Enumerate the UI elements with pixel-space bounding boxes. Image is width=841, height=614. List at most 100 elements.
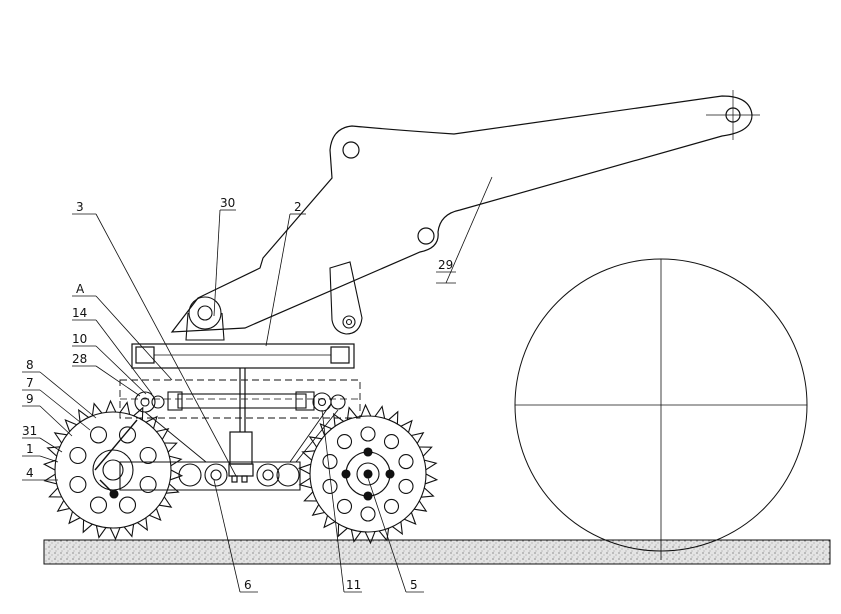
callout-14: 14 [72,306,87,320]
wheel-tooth [95,525,107,539]
wheel-tooth [333,412,344,427]
wheel-hole [336,434,353,450]
callout-31: 31 [22,424,37,438]
callout-5: 5 [410,578,418,592]
wheel-hole [383,498,400,514]
wheel-tooth [421,487,435,498]
callout-4: 4 [26,466,34,480]
wheel-tooth [164,442,178,453]
callout-1: 1 [26,442,34,456]
callout-10: 10 [72,332,87,346]
wheel-tooth [424,459,438,471]
wheel-tooth [364,531,376,545]
wheel-tooth [56,500,70,513]
wheel-tooth [82,519,93,534]
right-toothed-wheel [297,403,439,545]
wheel-hole [322,454,338,470]
wheel-tooth [400,419,413,433]
wheel-hole [383,434,400,450]
callout-28: 28 [72,352,87,366]
wheel-tooth [119,401,131,415]
callout-29: 29 [438,258,453,272]
wheel-hole [398,454,414,470]
wheel-tooth [374,405,386,419]
wheel-tooth [169,455,183,467]
wheel-hole [360,426,376,442]
wheel-tooth [360,403,372,417]
wheel-tooth [53,432,67,444]
pivot-lug [185,296,225,341]
wheel-hole [89,426,108,444]
callout-2: 2 [294,200,302,214]
wheel-tooth [301,450,315,461]
wheel-tooth [297,463,311,475]
wheel-hole [118,496,137,514]
callout-11: 11 [346,578,361,592]
callout-6: 6 [244,578,252,592]
wheel-hole [322,478,338,494]
hydraulic-cylinder [134,391,346,413]
wheel-tooth [133,406,144,421]
wheel-tooth [308,436,322,448]
wheel-tooth [78,408,89,423]
callout-8: 8 [26,358,34,372]
wheel-hole [118,426,137,444]
boom-link [329,261,363,335]
wheel-tooth [159,496,173,508]
wheel-hole [69,475,87,494]
wheel-tooth [392,521,403,536]
wheel-tooth [388,410,399,425]
wheel-tooth [137,517,148,532]
wheel-hole [360,506,376,522]
callout-30: 30 [220,196,235,210]
wheel-hole [336,498,353,514]
wheel-tooth [170,469,184,481]
wheel-tooth [123,524,135,538]
leader-lines [22,209,456,593]
wheel-tooth [414,500,428,512]
wheel-hole [139,446,157,465]
ground-strip [43,539,831,565]
wheel-tooth [419,446,433,457]
wheel-tooth [404,512,417,526]
wheel-tooth [303,491,317,502]
wheel-tooth [323,515,336,529]
wheel-tooth [311,504,325,517]
wheel-tooth [350,529,362,543]
large-roller [514,258,808,560]
left-toothed-wheel [42,399,184,541]
lower-beam [119,404,339,491]
wheel-tooth [166,483,180,494]
wheel-hole [69,446,87,465]
wheel-tooth [105,399,117,413]
callout-labels: 3 30 2 A 14 10 28 8 7 9 31 1 4 6 11 5 29 [22,196,453,592]
wheel-tooth [64,418,77,432]
callout-A: A [76,282,85,296]
wheel-tooth [43,473,57,485]
callout-9: 9 [26,392,34,406]
wheel-tooth [109,527,121,541]
wheel-tooth [411,431,425,444]
wheel-tooth [319,422,332,436]
wheel-tooth [149,508,162,522]
wheel-tooth [337,523,348,538]
wheel-hole [398,478,414,494]
wheel-tooth [425,473,439,485]
wheel-tooth [46,446,60,457]
boom-arm [170,90,760,333]
wheel-tooth [145,415,158,429]
wheel-tooth [156,427,170,440]
wheel-tooth [346,406,358,420]
wheel-tooth [68,511,81,525]
wheel-tooth [91,402,103,416]
wheel-hole [139,475,157,494]
callout-7: 7 [26,376,34,390]
wheel-tooth [378,528,390,542]
wheel-tooth [298,477,312,489]
wheel-hole [89,496,108,514]
wheel-tooth [48,487,62,498]
callout-3: 3 [76,200,84,214]
wheel-tooth [42,459,56,471]
